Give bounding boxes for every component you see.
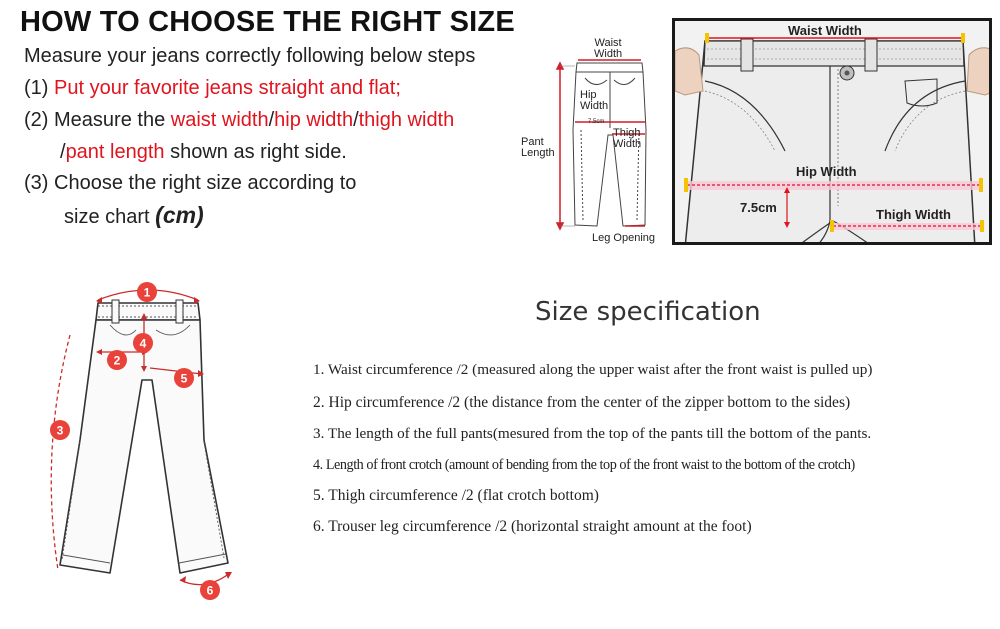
step-3-continued: size chart (cm) <box>64 202 204 229</box>
diagram-number-3: 3 <box>57 424 64 438</box>
step-2: (2) Measure the waist width/hip width/th… <box>24 109 454 132</box>
step-1: (1) Put your favorite jeans straight and… <box>24 77 401 100</box>
step-1-number: (1) <box>24 77 49 99</box>
spec-item: 6. Trouser leg circumference /2 (horizon… <box>313 518 752 535</box>
step-2-sep: / <box>268 109 275 131</box>
photo-offset-label: 7.5cm <box>740 200 777 215</box>
diagram-number-5: 5 <box>181 372 188 386</box>
specification-title: Size specification <box>535 297 761 327</box>
photo-thigh-width-label: Thigh Width <box>876 207 951 222</box>
diagram-badge-4: 4 <box>133 333 153 353</box>
diagram-badge-6: 6 <box>200 580 220 600</box>
step-3-number: (3) <box>24 172 49 194</box>
step-2-pant: pant length <box>65 141 165 163</box>
step-3-text-2: size chart <box>64 206 150 228</box>
spec-item: 5. Thigh circumference /2 (flat crotch b… <box>313 487 599 504</box>
photo-waist-width-label: Waist Width <box>788 23 862 38</box>
step-2-number: (2) <box>24 109 49 131</box>
spec-item: 3. The length of the full pants(mesured … <box>313 425 872 442</box>
step-2-thigh: thigh width <box>358 109 455 131</box>
diagram-number-4: 4 <box>140 337 147 351</box>
spec-item: 2. Hip circumference /2 (the distance fr… <box>313 394 851 411</box>
step-2-suffix: shown as right side. <box>170 141 347 163</box>
step-2-prefix: Measure the <box>54 109 166 131</box>
diagram-badge-3: 3 <box>50 420 70 440</box>
step-2-sep: / <box>60 141 66 163</box>
step-2-continued: /pant length shown as right side. <box>60 141 347 164</box>
sketch-leg-opening-label: Leg Opening <box>592 232 655 244</box>
sketch-hip-offset-label: 7.5cm <box>588 119 605 125</box>
page-title: HOW TO CHOOSE THE RIGHT SIZE <box>20 6 515 38</box>
jeans-photo-panel <box>672 18 992 245</box>
step-2-waist: waist width <box>170 109 269 131</box>
pant-sketch <box>555 59 647 231</box>
jeans-photo-illustration <box>675 21 989 242</box>
step-1-text: Put your favorite jeans straight and fla… <box>54 77 401 99</box>
diagram-badge-1: 1 <box>137 282 157 302</box>
diagram-number-6: 6 <box>207 584 214 598</box>
intro-text: Measure your jeans correctly following b… <box>24 45 476 67</box>
step-3-text: Choose the right size according to <box>54 172 357 194</box>
spec-item: 4. Length of front crotch (amount of ben… <box>313 457 855 473</box>
diagram-badge-5: 5 <box>174 368 194 388</box>
step-3: (3) Choose the right size according to <box>24 172 356 195</box>
diagram-badge-2: 2 <box>107 350 127 370</box>
pant-diagram: 1 2 3 4 5 6 <box>50 282 232 600</box>
step-3-unit: (cm) <box>155 202 204 228</box>
diagram-number-1: 1 <box>144 286 151 300</box>
diagram-number-2: 2 <box>114 354 121 368</box>
step-2-hip: hip width <box>274 109 354 131</box>
photo-hip-width-label: Hip Width <box>796 164 857 179</box>
step-2-sep: / <box>353 109 359 131</box>
spec-item: 1. Waist circumference /2 (measured alon… <box>313 361 873 378</box>
